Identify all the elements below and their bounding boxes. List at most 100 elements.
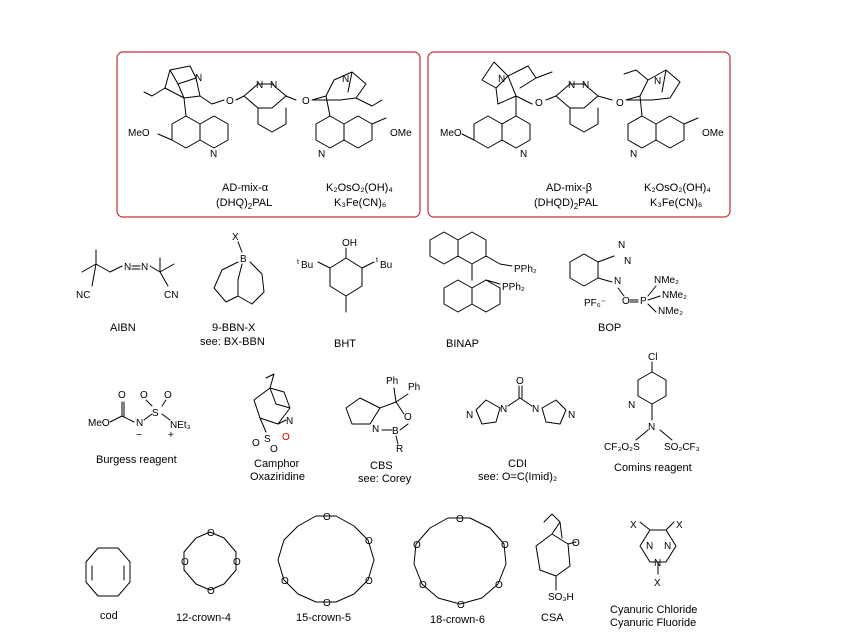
bop-nme2-2: NMe₂: [662, 290, 687, 301]
admix-alpha-structure: N O N MeO N N O N N OMe: [128, 65, 412, 160]
admix-beta-ligand-main: (DHQD): [534, 197, 574, 209]
crown12-structure: [183, 531, 237, 591]
cyanuric-n-2: N: [664, 541, 671, 552]
crown15-o-2: O: [365, 536, 373, 547]
aibn-nc: NC: [76, 290, 90, 301]
comins-structure: Cl N N CF₃O₂S SO₂CF₃: [604, 352, 700, 453]
bbn-see: see: BX-BBN: [200, 336, 265, 348]
csa-so3h: SO₃H: [548, 592, 574, 603]
cdi-label: CDI: [508, 458, 527, 470]
alpha-phthalazine-n1: N: [256, 80, 263, 91]
crown15-structure: [277, 515, 375, 603]
cyanuric-x1: X: [630, 520, 637, 531]
alpha-n-left: N: [195, 73, 202, 84]
csa-o: O: [572, 538, 580, 549]
crown18-o-3: O: [495, 580, 503, 591]
bbn-x: X: [232, 232, 239, 243]
burgess-meo: MeO: [88, 418, 110, 429]
alpha-quinoline-n-left: N: [210, 149, 217, 160]
bop-p: P: [640, 296, 647, 307]
crown15-o-1: O: [323, 512, 331, 523]
beta-quinoline-n-left: N: [520, 149, 527, 160]
admix-beta-oxidant2: K₃Fe(CN)₆: [650, 197, 703, 209]
burgess-net3: NEt₃: [170, 420, 191, 431]
crown12-o-3: O: [207, 586, 215, 597]
burgess-plus: +: [168, 430, 174, 441]
bop-n3: N: [614, 276, 621, 287]
bbn-structure: X B: [213, 232, 265, 305]
csa-structure: O SO₃H: [535, 513, 580, 603]
cbs-r: R: [396, 444, 403, 455]
crown12-o-1: O: [207, 528, 215, 539]
crown18-o-1: O: [456, 514, 464, 525]
bop-n2: N: [624, 256, 631, 267]
cyanuric-structure: X X X: [630, 520, 683, 589]
camphor-oxaziridine-o: O: [282, 432, 290, 443]
admix-alpha-box: [116, 51, 421, 218]
bht-t-right: t: [376, 257, 378, 264]
bop-label: BOP: [598, 322, 622, 334]
cyanuric-x2: X: [676, 520, 683, 531]
admix-beta-structure: N O N MeO N N O N N OMe: [440, 61, 724, 160]
admix-beta-ligand-tail: PAL: [578, 197, 599, 209]
bbn-label: 9-BBN-X: [212, 322, 256, 334]
camphor-label-1: Camphor: [254, 458, 300, 470]
alpha-phthalazine-n2: N: [270, 80, 277, 91]
aibn-label: AIBN: [110, 322, 136, 334]
bht-oh: OH: [342, 238, 357, 249]
admix-beta-ligand-sub: 2: [573, 202, 579, 212]
cyanuric-label-1: Cyanuric Chloride: [610, 604, 698, 616]
cbs-see: see: Corey: [358, 473, 412, 485]
camphor-o1: O: [252, 438, 260, 449]
alpha-o-left: O: [226, 96, 234, 107]
bht-tbu-right: Bu: [380, 260, 392, 271]
bop-n1: N: [618, 240, 625, 251]
beta-ome: OMe: [702, 128, 724, 139]
binap-pph2-bottom: PPh₂: [502, 282, 525, 293]
beta-n-left: N: [498, 74, 505, 85]
cbs-b: B: [392, 426, 399, 437]
cbs-o: O: [404, 412, 412, 423]
beta-meo: MeO: [440, 128, 462, 139]
cdi-n1: N: [500, 404, 507, 415]
comins-tf-right: SO₂CF₃: [664, 442, 700, 453]
crown15-label: 15-crown-5: [296, 612, 352, 624]
bht-t-left: t: [297, 259, 299, 266]
admix-alpha-ligand-main: (DHQ): [216, 197, 248, 209]
crown18-structure: [413, 517, 507, 605]
comins-pyr-n: N: [628, 400, 635, 411]
admix-beta-box: [427, 51, 731, 218]
bop-nme2-1: NMe₂: [654, 275, 679, 286]
alpha-n-right: N: [342, 74, 349, 85]
admix-beta-oxidant1: K₂OsO₂(OH)₄: [644, 182, 711, 194]
admix-alpha-ligand-tail: PAL: [252, 197, 273, 209]
admix-beta-ligand: (DHQD)2PAL: [534, 197, 598, 213]
beta-phthalazine-n2: N: [582, 80, 589, 91]
crown15-o-5: O: [281, 576, 289, 587]
cbs-n: N: [372, 424, 379, 435]
cdi-see: see: O=C(Imid)₂: [478, 471, 558, 483]
burgess-o2: O: [140, 390, 148, 401]
beta-n-right: N: [654, 76, 661, 87]
cdi-structure: O N N N N: [466, 376, 575, 425]
csa-label: CSA: [541, 612, 564, 624]
bht-label: BHT: [334, 338, 356, 350]
burgess-s: S: [152, 408, 159, 419]
aibn-structure: N N NC CN: [76, 249, 178, 301]
aibn-n1: N: [124, 262, 131, 273]
cbs-label: CBS: [370, 460, 393, 472]
crown12-o-2: O: [233, 557, 241, 568]
burgess-structure: MeO O N − S O O NEt₃ +: [88, 390, 191, 441]
cyanuric-n-3: N: [654, 558, 661, 569]
crown18-o-4: O: [457, 600, 465, 611]
crown18-label: 18-crown-6: [430, 614, 486, 626]
cod-label: cod: [100, 610, 118, 622]
cdi-o: O: [516, 376, 524, 387]
bop-pf6: PF₆⁻: [584, 298, 606, 309]
crown12-label: 12-crown-4: [176, 612, 232, 624]
beta-phthalazine-n1: N: [568, 80, 575, 91]
cyanuric-x3: X: [654, 578, 661, 589]
admix-alpha-oxidant1: K₂OsO₂(OH)₄: [326, 182, 393, 194]
